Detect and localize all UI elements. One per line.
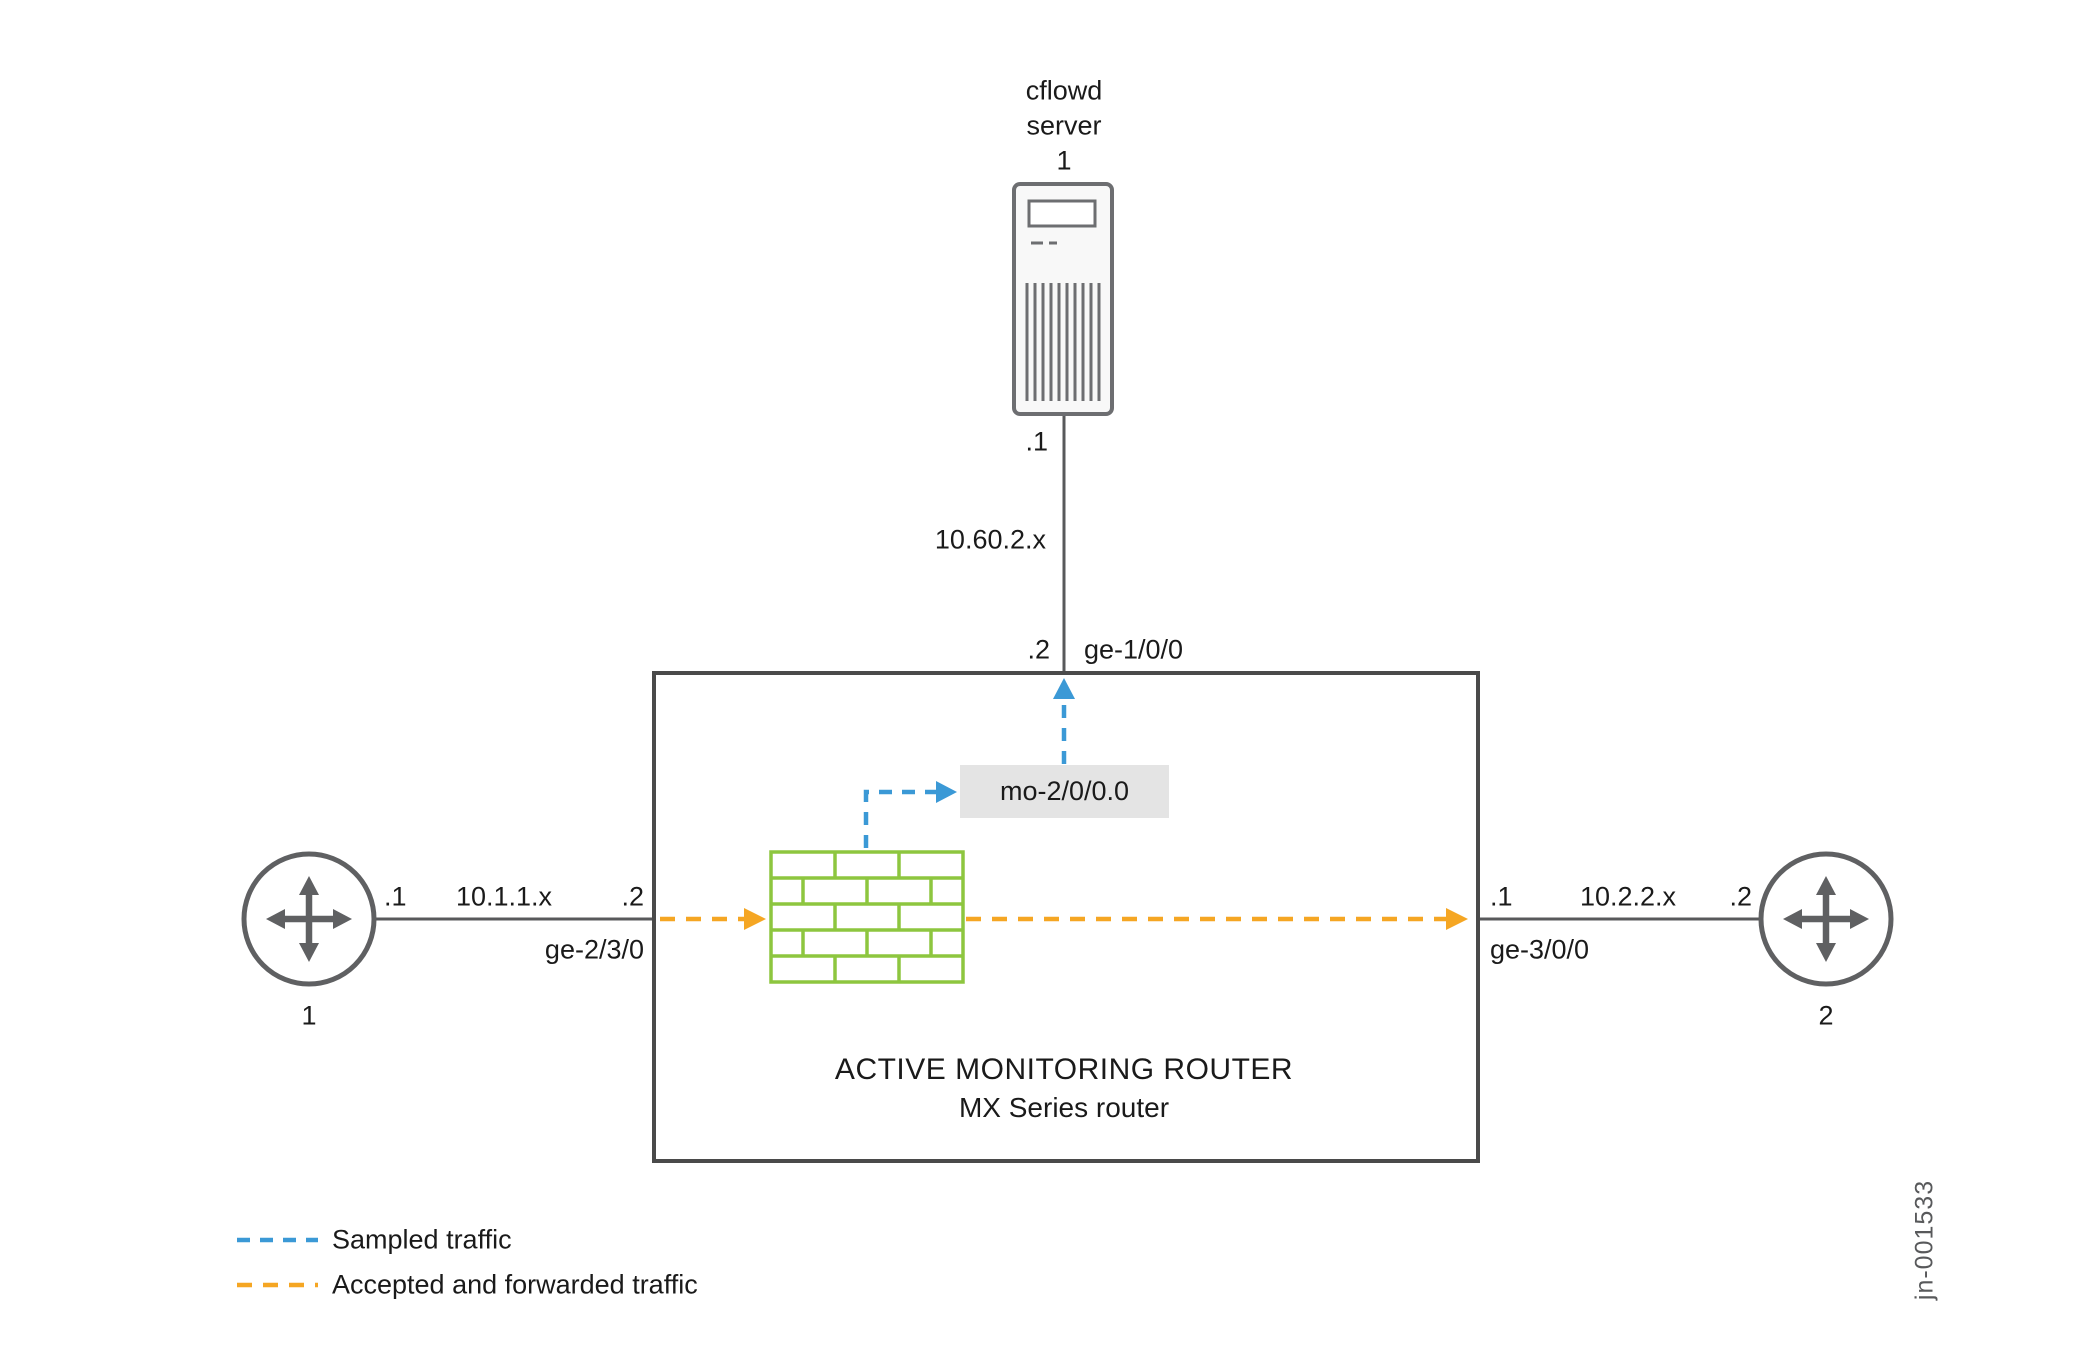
- firewall-icon: [769, 850, 965, 984]
- mo-interface-label: mo-2/0/0.0: [960, 765, 1169, 818]
- left-router-ip-label: .2: [621, 881, 644, 912]
- right-router-ip-label: .2: [1729, 881, 1752, 912]
- left-network-label: 10.1.1.x: [455, 881, 553, 912]
- server-icon: [1012, 182, 1114, 416]
- router-icon-left: [241, 851, 377, 987]
- server-name-line1: cflowd: [1025, 75, 1103, 106]
- right-ip-label: .1: [1490, 881, 1513, 912]
- monitoring-router-box: [652, 671, 1480, 1163]
- right-network-label: 10.2.2.x: [1579, 881, 1677, 912]
- right-router-number: 2: [1818, 1000, 1834, 1031]
- left-router-number: 1: [301, 1000, 317, 1031]
- right-interface-label: ge-3/0/0: [1490, 934, 1590, 965]
- legend-forwarded-label: Accepted and forwarded traffic: [332, 1269, 698, 1300]
- server-number: 1: [1056, 145, 1072, 176]
- forwarded-traffic-arrow: [660, 908, 1468, 930]
- server-ip-label: .1: [1025, 426, 1048, 457]
- figure-id: jn-001533: [1910, 1179, 1939, 1301]
- server-name: cflowd server 1: [1026, 74, 1103, 179]
- router-box-subtitle: MX Series router: [958, 1092, 1170, 1123]
- router-box-title: ACTIVE MONITORING ROUTER: [834, 1053, 1294, 1086]
- top-interface-label: ge-1/0/0: [1084, 634, 1184, 665]
- left-ip-label: .1: [384, 881, 407, 912]
- router-icon-right: [1758, 851, 1894, 987]
- left-interface-label: ge-2/3/0: [544, 934, 644, 965]
- legend-sampled-label: Sampled traffic: [332, 1224, 512, 1255]
- sampled-traffic-arrow: [863, 678, 1075, 848]
- top-network-label: 10.60.2.x: [934, 524, 1046, 555]
- top-router-ip-label: .2: [1027, 634, 1050, 665]
- server-name-line2: server: [1026, 110, 1102, 141]
